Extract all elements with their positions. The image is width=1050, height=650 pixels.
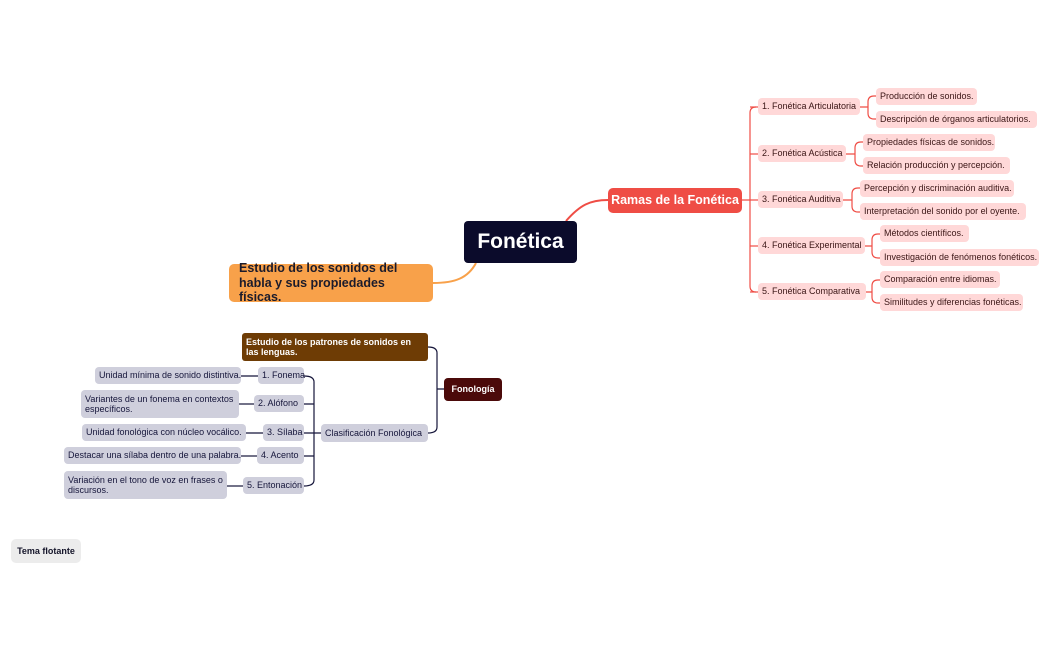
fonologia-definition[interactable]: Estudio de los patrones de sonidos en la… (242, 333, 428, 361)
ramas-category-acustica[interactable]: 2. Fonética Acústica (758, 145, 846, 162)
ramas-leaf[interactable]: Descripción de órganos articulatorios. (876, 111, 1037, 128)
clasificacion-leaf[interactable]: Unidad fonológica con núcleo vocálico. (82, 424, 246, 441)
clasificacion-leaf[interactable]: Variantes de un fonema en contextos espe… (81, 390, 239, 418)
fonologia-topic[interactable]: Fonología (444, 378, 502, 401)
ramas-topic[interactable]: Ramas de la Fonética (608, 188, 742, 213)
connector-c3-leaves (843, 187, 860, 213)
clasificacion-leaf[interactable]: Variación en el tono de voz en frases o … (64, 471, 227, 499)
ramas-leaf[interactable]: Métodos científicos. (880, 225, 969, 242)
connector-clasificacion-items (303, 375, 321, 487)
ramas-leaf[interactable]: Producción de sonidos. (876, 88, 977, 105)
ramas-leaf[interactable]: Comparación entre idiomas. (880, 271, 1000, 288)
clasificacion-item-fonema[interactable]: 1. Fonema (258, 367, 305, 384)
connector-c1-leaves (860, 95, 876, 120)
ramas-leaf[interactable]: Propiedades físicas de sonidos. (863, 134, 995, 151)
clasificacion-item-acento[interactable]: 4. Acento (257, 447, 304, 464)
clasificacion-leaf[interactable]: Destacar una sílaba dentro de una palabr… (64, 447, 241, 464)
floating-topic[interactable]: Tema flotante (11, 539, 81, 563)
clasificacion-item-alofono[interactable]: 2. Alófono (254, 395, 304, 412)
clasificacion-item-silaba[interactable]: 3. Sílaba (263, 424, 304, 441)
connector-c2-leaves (846, 141, 863, 167)
definition-topic[interactable]: Estudio de los sonidos del habla y sus p… (229, 261, 433, 304)
ramas-leaf[interactable]: Percepción y discriminación auditiva. (860, 180, 1014, 197)
ramas-leaf[interactable]: Relación producción y percepción. (863, 157, 1010, 174)
connector-root-definition (432, 262, 477, 284)
clasificacion-topic[interactable]: Clasificación Fonológica (321, 424, 428, 442)
ramas-leaf[interactable]: Interpretación del sonido por el oyente. (860, 203, 1026, 220)
ramas-category-experimental[interactable]: 4. Fonética Experimental (758, 237, 865, 254)
clasificacion-item-entonacion[interactable]: 5. Entonación (243, 477, 304, 494)
ramas-category-comparativa[interactable]: 5. Fonética Comparativa (758, 283, 866, 300)
ramas-category-articulatoria[interactable]: 1. Fonética Articulatoria (758, 98, 860, 115)
clasificacion-leaf[interactable]: Unidad mínima de sonido distintiva. (95, 367, 241, 384)
connector-fonologia-children (427, 346, 444, 434)
root-topic[interactable]: Fonética (464, 221, 577, 263)
ramas-leaf[interactable]: Similitudes y diferencias fonéticas. (880, 294, 1023, 311)
connector-ramas-trunk (742, 106, 757, 293)
ramas-leaf[interactable]: Investigación de fenómenos fonéticos. (880, 249, 1039, 266)
ramas-category-auditiva[interactable]: 3. Fonética Auditiva (758, 191, 843, 208)
connector-c5-leaves (866, 279, 880, 304)
connector-root-fonologia (502, 263, 516, 389)
connector-c4-leaves (865, 233, 880, 259)
connector-root-ramas (565, 199, 609, 222)
